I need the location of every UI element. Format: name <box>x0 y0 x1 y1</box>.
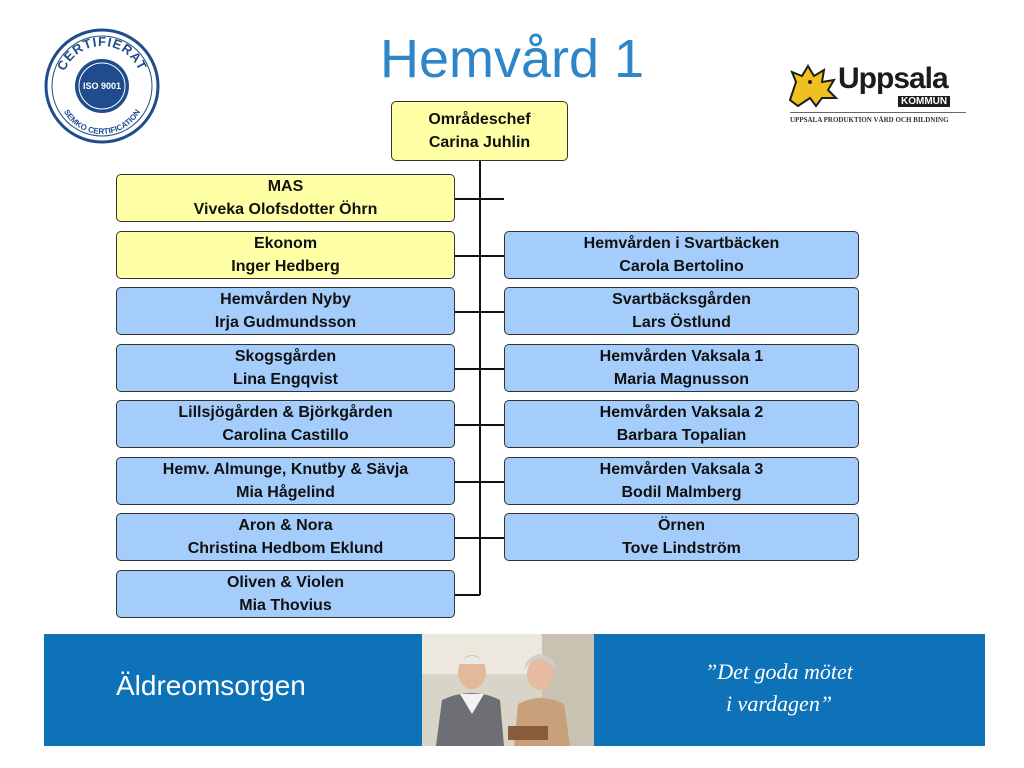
org-box-name: Carolina Castillo <box>222 427 349 444</box>
logo-brand: Uppsala <box>838 62 949 95</box>
org-box-name: Maria Magnusson <box>613 370 750 388</box>
trunk-line <box>479 161 481 595</box>
org-box-role: Örnen <box>657 517 706 534</box>
org-box-right: Hemvården Vaksala 1 Maria Magnusson <box>504 343 859 392</box>
connector-left <box>455 311 480 313</box>
logo-tagline: UPPSALA PRODUKTION VÅRD OCH BILDNING <box>790 116 949 124</box>
connector-left <box>455 367 480 370</box>
org-box-name: Mia Hågelind <box>236 483 335 501</box>
org-box-name: Bodil Malmberg <box>621 483 742 501</box>
page-title: Hemvård 1 <box>379 29 645 89</box>
connector-right <box>480 311 504 313</box>
org-box-role: Oliven & Violen <box>226 573 345 591</box>
connector-left <box>455 254 480 257</box>
org-box-role: Hemvården Vaksala 1 <box>599 347 764 365</box>
connector-left <box>455 198 480 200</box>
connector-right <box>480 367 504 370</box>
org-box-role: Hemvården Nyby <box>220 291 351 308</box>
org-box-role: Hemvården Vaksala 3 <box>599 460 764 478</box>
connector-right <box>480 254 504 257</box>
org-box-name: Lina Engqvist <box>233 370 338 388</box>
connector-right <box>480 537 504 539</box>
org-box-role: Svartbäcksgården <box>612 291 751 308</box>
logo-rule <box>790 112 966 113</box>
org-box-top: Områdeschef Carina Juhlin <box>391 101 568 161</box>
org-box-right: Hemvården Vaksala 2 Barbara Topalian <box>504 400 859 448</box>
org-box-name: Christina Hedbom Eklund <box>187 540 384 557</box>
connector-right <box>480 424 504 426</box>
org-box-role: Skogsgården <box>234 347 337 365</box>
org-box-name: Carola Bertolino <box>619 257 744 275</box>
quote-line-2: i vardagen” <box>725 691 833 716</box>
connector-left <box>455 537 480 539</box>
org-box-name: Viveka Olofsdotter Öhrn <box>193 201 378 218</box>
lion-icon <box>788 64 839 108</box>
org-box-name: Mia Thovius <box>239 596 332 614</box>
org-box-role: Områdeschef <box>428 111 531 128</box>
connector-stub <box>480 198 504 200</box>
seal-center-text: ISO 9001 <box>83 81 121 91</box>
connector-left <box>455 480 480 483</box>
org-box-name: Lars Östlund <box>632 314 731 331</box>
elderly-couple-photo <box>422 634 594 746</box>
org-box-role: Ekonom <box>253 234 318 252</box>
footer-label: Äldreomsorgen <box>116 670 306 701</box>
org-box-name: Inger Hedberg <box>231 257 340 275</box>
connector-right <box>480 480 504 483</box>
org-box-role: Hemvården Vaksala 2 <box>599 404 764 421</box>
footer-quote: ”Det goda mötet i vardagen” <box>664 656 894 720</box>
connector-left <box>455 424 480 426</box>
org-box-role: Hemvården i Svartbäcken <box>583 234 780 252</box>
org-box-role: Hemv. Almunge, Knutby & Sävja <box>162 460 409 478</box>
org-box-name: Irja Gudmundsson <box>214 314 357 331</box>
uppsala-kommun-logo: Uppsala KOMMUN UPPSALA PRODUKTION VÅRD O… <box>786 58 970 130</box>
org-box-name: Tove Lindström <box>622 540 741 557</box>
logo-kommun: KOMMUN <box>898 96 951 107</box>
org-box-left: MAS Viveka Olofsdotter Öhrn <box>116 174 455 222</box>
quote-line-1: ”Det goda mötet <box>705 659 853 684</box>
org-box-role: Lillsjögården & Björkgården <box>178 404 393 421</box>
org-box-role: Aron & Nora <box>238 517 333 534</box>
org-box-name: Carina Juhlin <box>428 134 531 151</box>
org-box-name: Barbara Topalian <box>616 427 747 444</box>
org-box-right: Hemvården Vaksala 3 Bodil Malmberg <box>504 456 859 505</box>
connector-left <box>455 593 480 596</box>
iso-certification-seal: CERTIFIERAT SEMKO CERTIFICATION ISO 9001 <box>44 28 160 144</box>
org-box-role: MAS <box>267 178 304 195</box>
footer-banner: Äldreomsorgen ”Det goda mötet i vardagen… <box>44 634 985 746</box>
